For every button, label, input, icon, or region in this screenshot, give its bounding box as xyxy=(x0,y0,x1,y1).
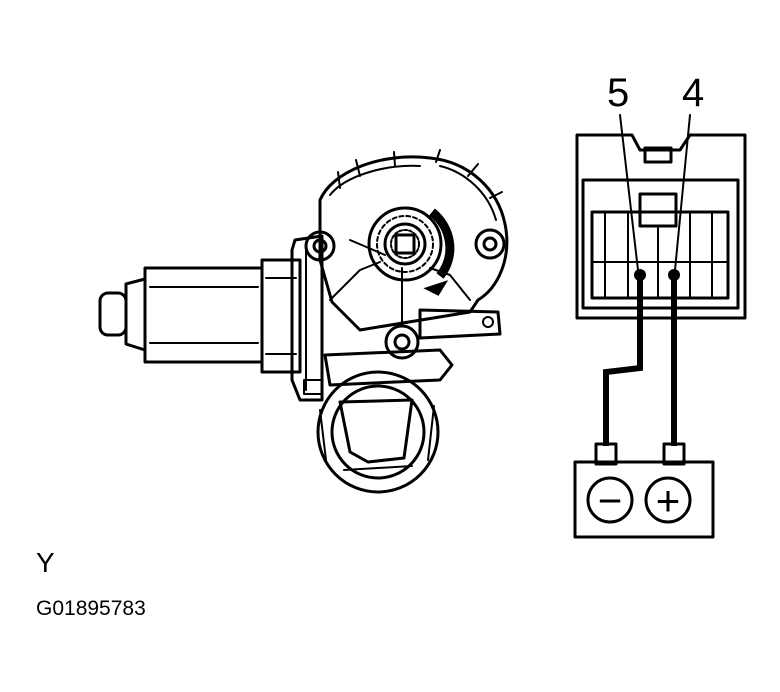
lower-clamp-ring xyxy=(316,348,454,494)
output-gear xyxy=(367,206,443,282)
motor-assembly xyxy=(98,149,509,494)
mounting-bolt-left xyxy=(304,230,336,262)
mounting-tab xyxy=(418,308,502,340)
mounting-bolt-right xyxy=(474,228,506,260)
pin-label-4: 4 xyxy=(682,71,704,115)
view-label: Y xyxy=(36,547,55,578)
mounting-bolt-bottom xyxy=(384,267,420,360)
negative-symbol: − xyxy=(598,477,623,524)
battery-leads xyxy=(603,275,677,446)
motor-bracket xyxy=(290,234,324,402)
positive-terminal-icon xyxy=(644,476,692,524)
battery: − + xyxy=(573,442,715,539)
positive-symbol: + xyxy=(656,477,681,524)
figure-code: G01895783 xyxy=(36,597,146,620)
rotation-arrow xyxy=(423,208,455,296)
negative-terminal-icon xyxy=(586,476,634,524)
pin-leader-lines xyxy=(619,114,691,271)
motor-end-cap xyxy=(98,277,147,352)
gear-housing xyxy=(318,149,509,332)
motor-body xyxy=(143,258,302,374)
connector xyxy=(575,133,747,320)
pin-label-5: 5 xyxy=(607,71,629,115)
